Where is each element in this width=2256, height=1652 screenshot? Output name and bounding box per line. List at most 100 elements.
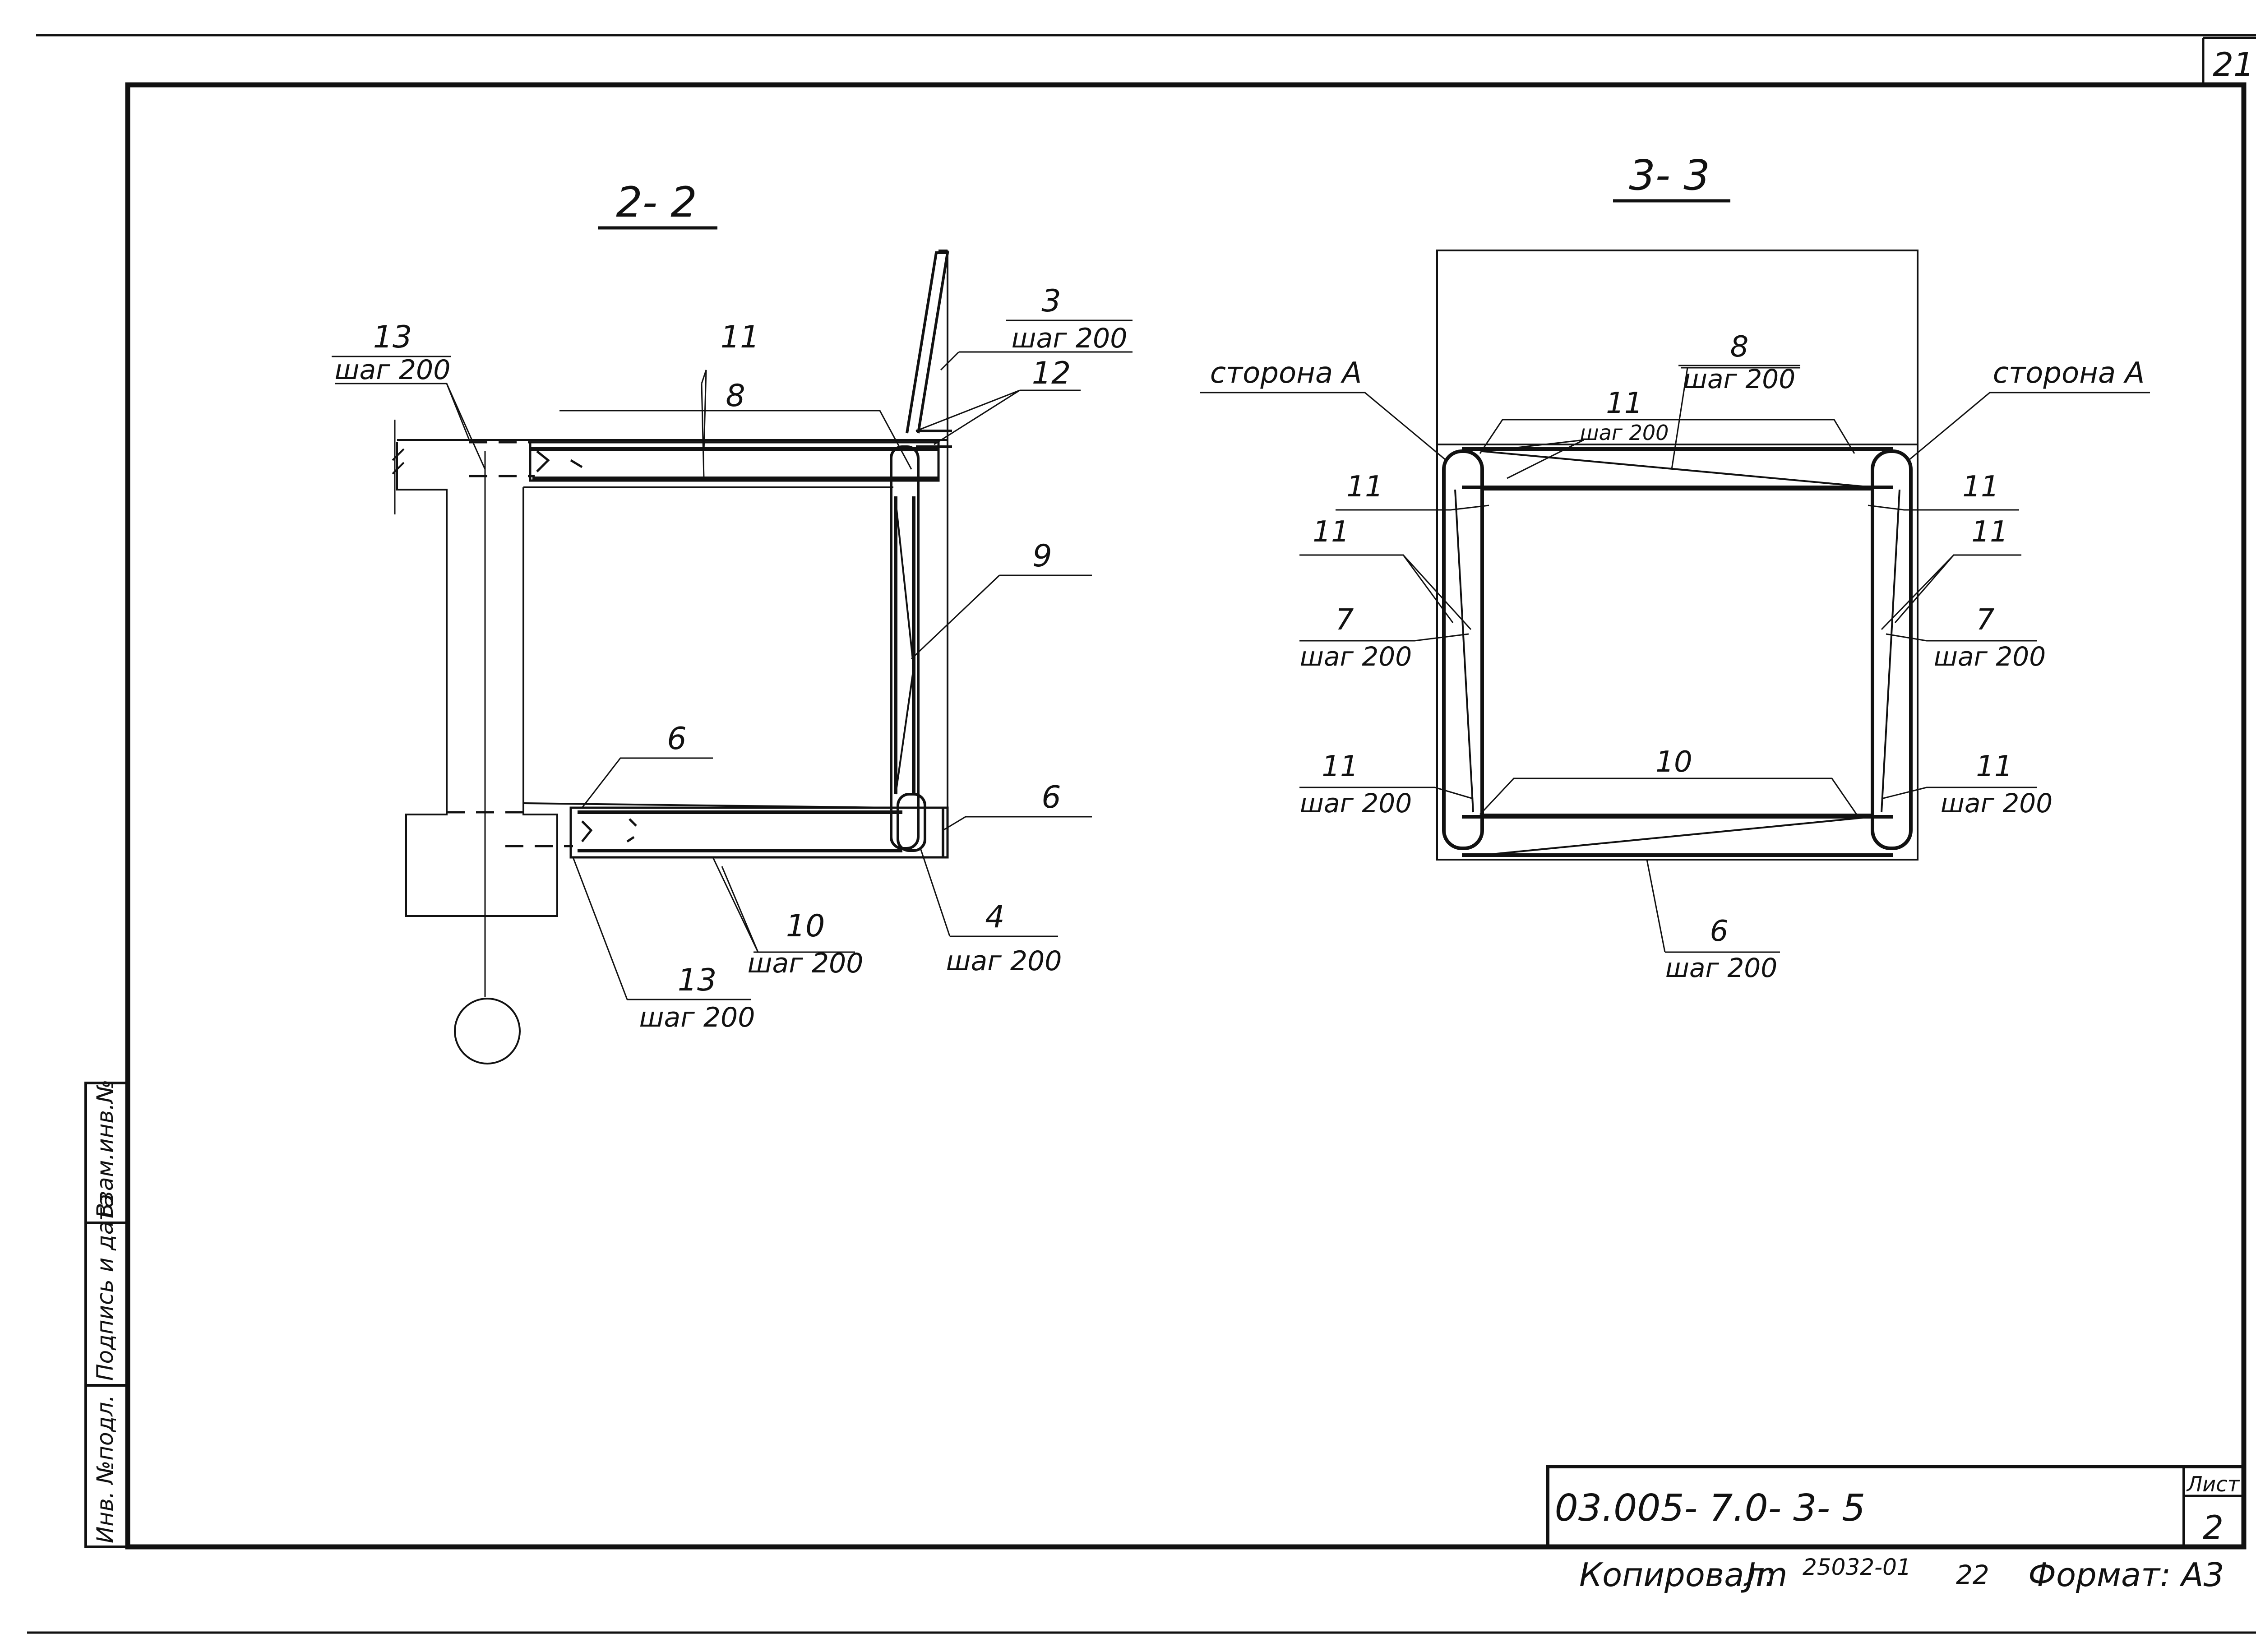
label-12: 12: [1032, 356, 1071, 391]
label-4-step: шаг 200: [946, 945, 1062, 977]
bottom-right-corner-bar: [897, 793, 926, 852]
label-7-right-step: шаг 200: [1934, 641, 2046, 672]
leader-11-left1: [1336, 504, 1489, 511]
left-wall-loop: [1442, 449, 1484, 850]
bottom-diagonal-bar-6: [1482, 816, 1873, 856]
label-11-left-bot: 11: [1322, 750, 1358, 783]
top-hook-marks: [536, 450, 583, 472]
side-stamp-sign-date: Подпись и дата: [92, 1194, 118, 1381]
sheet-label: Лист: [2186, 1472, 2240, 1496]
leader-3: [940, 351, 960, 371]
side-stamp: Инв. №подл. Подпись и дата Взам.инв.№: [84, 1079, 129, 1548]
leader-6-right: [943, 816, 1092, 831]
label-6-right: 6: [1041, 780, 1061, 815]
label-6-step: шаг 200: [1665, 953, 1777, 983]
label-7-right: 7: [1976, 603, 1995, 637]
label-10: 10: [786, 908, 825, 944]
label-11-left2: 11: [1313, 515, 1349, 549]
leader-11-left-bot: [1299, 787, 1474, 800]
label-11-right-bot-step: шаг 200: [1941, 788, 2053, 819]
leader-12: [915, 389, 1081, 445]
label-10: 10: [1655, 745, 1692, 779]
label-11-top: 11: [1606, 387, 1642, 420]
title-block-frame: [1546, 1465, 2246, 1549]
leader-11-right2: [1881, 554, 2021, 630]
section-3-3-title: 3- 3: [1629, 151, 1710, 199]
label-11-right1: 11: [1962, 470, 1999, 504]
leader-13-top-2: [446, 383, 486, 470]
label-13-bottom: 13: [678, 963, 717, 998]
leader-11: [701, 370, 707, 479]
top-diagonal-bar-8: [1482, 450, 1873, 488]
leader-7-left: [1299, 633, 1469, 642]
section-2-2-title: 2- 2: [616, 178, 697, 227]
copied-extra: 22: [1956, 1559, 1989, 1590]
leader-6-left: [581, 757, 713, 808]
sheet-number: 2: [2203, 1509, 2224, 1546]
label-11-top-step: шаг 200: [1580, 421, 1669, 445]
leader-13-top: [335, 383, 470, 440]
copied-number: 25032-01: [1803, 1554, 1911, 1580]
leader-11-right1: [1868, 504, 2019, 511]
leader-6: [1646, 859, 1780, 953]
format-label: Формат: А3: [2028, 1556, 2224, 1594]
section-2-2: 2- 2: [332, 178, 1133, 1064]
label-8: 8: [726, 378, 745, 414]
copied-signature: Jm: [1741, 1556, 1787, 1594]
corner-sheet-number: 21: [2213, 46, 2254, 83]
section-3-3: 3- 3: [1200, 151, 2150, 983]
label-side-a-right: сторона А: [1993, 356, 2145, 390]
label-side-a-left: сторона А: [1210, 356, 1362, 390]
side-stamp-inv-replace: Взам.инв.№: [92, 1079, 118, 1218]
label-8: 8: [1730, 330, 1749, 364]
leader-9: [911, 574, 1092, 660]
footer: Копировал: Jm 25032-01 22 Формат: А3: [1579, 1554, 2224, 1594]
label-13-bottom-step: шаг 200: [639, 1002, 755, 1033]
label-3: 3: [1041, 283, 1061, 319]
label-13-top: 13: [373, 319, 412, 355]
label-3-step: шаг 200: [1012, 323, 1128, 354]
corner-number-box: [2202, 37, 2256, 85]
leader-11-right-bot: [1881, 787, 2037, 800]
label-13-top-step: шаг 200: [335, 354, 451, 386]
wall-outline: [396, 442, 558, 917]
leader-side-a-right: [1908, 392, 2150, 461]
copied-by-label: Копировал:: [1579, 1556, 1776, 1594]
side-stamp-frame: [84, 1082, 129, 1548]
label-4: 4: [985, 899, 1004, 935]
bottom-slab: [569, 806, 949, 859]
right-wall-zigzag: [895, 500, 915, 795]
bottom-hook-marks: [581, 818, 637, 843]
right-diagonal-bar-7: [1881, 489, 1900, 813]
drawing-frame: [125, 82, 2247, 1550]
label-7-left-step: шаг 200: [1300, 641, 1412, 672]
label-11-right-bot: 11: [1976, 750, 2012, 783]
label-7-left: 7: [1336, 603, 1354, 637]
label-10-step: шаг 200: [748, 948, 864, 979]
label-6-left: 6: [667, 721, 686, 757]
leader-10: [712, 857, 759, 953]
bottom-tie-bracket: [1479, 777, 1858, 815]
left-diagonal-bar-7: [1454, 489, 1474, 813]
leader-11-left2: [1299, 554, 1472, 630]
label-9: 9: [1032, 538, 1052, 574]
title-block: 03.005- 7.0- 3- 5 Лист 2: [1546, 1465, 2246, 1549]
label-8-step: шаг 200: [1683, 364, 1795, 394]
label-11-left-bot-step: шаг 200: [1300, 788, 1412, 819]
label-6: 6: [1710, 915, 1729, 948]
right-wall-loop: [1871, 449, 1913, 850]
axis-marker-circle: [454, 998, 521, 1064]
inclined-bar-3: [906, 251, 949, 434]
label-11: 11: [721, 319, 760, 355]
top-slab: [529, 441, 940, 482]
leader-11-top: [1484, 439, 1584, 479]
document-code: 03.005- 7.0- 3- 5: [1555, 1487, 1866, 1530]
leader-13-bottom: [572, 857, 751, 1000]
label-11-right2: 11: [1971, 515, 2008, 549]
leader-8: [1671, 367, 1688, 470]
side-stamp-inv-orig: Инв. №подл.: [92, 1395, 118, 1543]
leader-4: [920, 848, 1058, 937]
leader-7-right: [1886, 633, 2037, 642]
